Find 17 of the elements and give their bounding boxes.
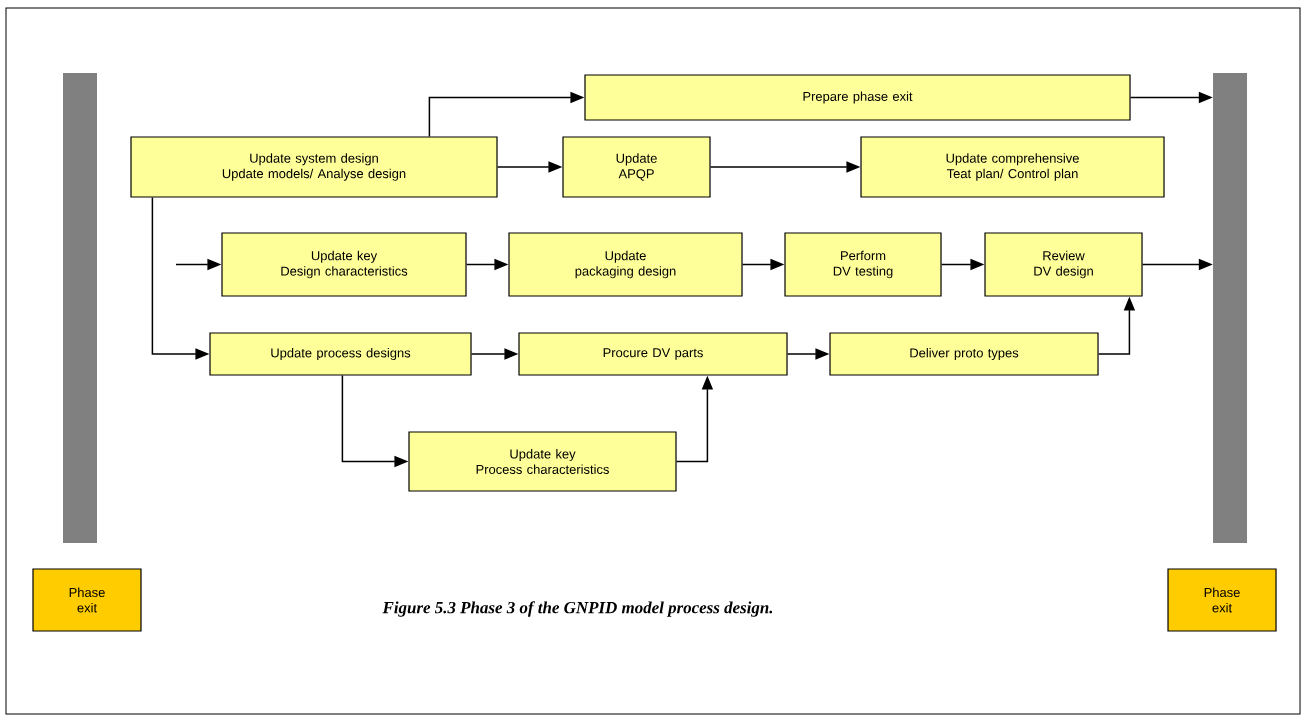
process-box: Prepare phase exit: [584, 74, 1131, 121]
process-box: Update APQP: [562, 136, 711, 198]
process-box: Update comprehensive Teat plan/ Control plan: [860, 136, 1165, 198]
process-box: Procure DV parts: [518, 332, 788, 376]
process-box: Perform DV testing: [784, 232, 942, 297]
process-box: Deliver proto types: [829, 332, 1099, 376]
phase-bar: [63, 73, 97, 543]
figure-caption: Figure 5.3 Phase 3 of the GNPID model process design.: [382, 601, 773, 617]
process-box: Update process designs: [209, 332, 472, 376]
process-box: Review DV design: [984, 232, 1143, 297]
phase-exit-box: Phase exit: [32, 568, 142, 632]
process-box: Update key Design characteristics: [221, 232, 467, 297]
process-box: Update system design Update models/ Analyse design: [130, 136, 498, 198]
phase-exit-box: Phase exit: [1167, 568, 1277, 632]
phase-bar: [1213, 73, 1247, 543]
process-box: Update packaging design: [508, 232, 743, 297]
process-box: Update key Process characteristics: [408, 431, 677, 492]
